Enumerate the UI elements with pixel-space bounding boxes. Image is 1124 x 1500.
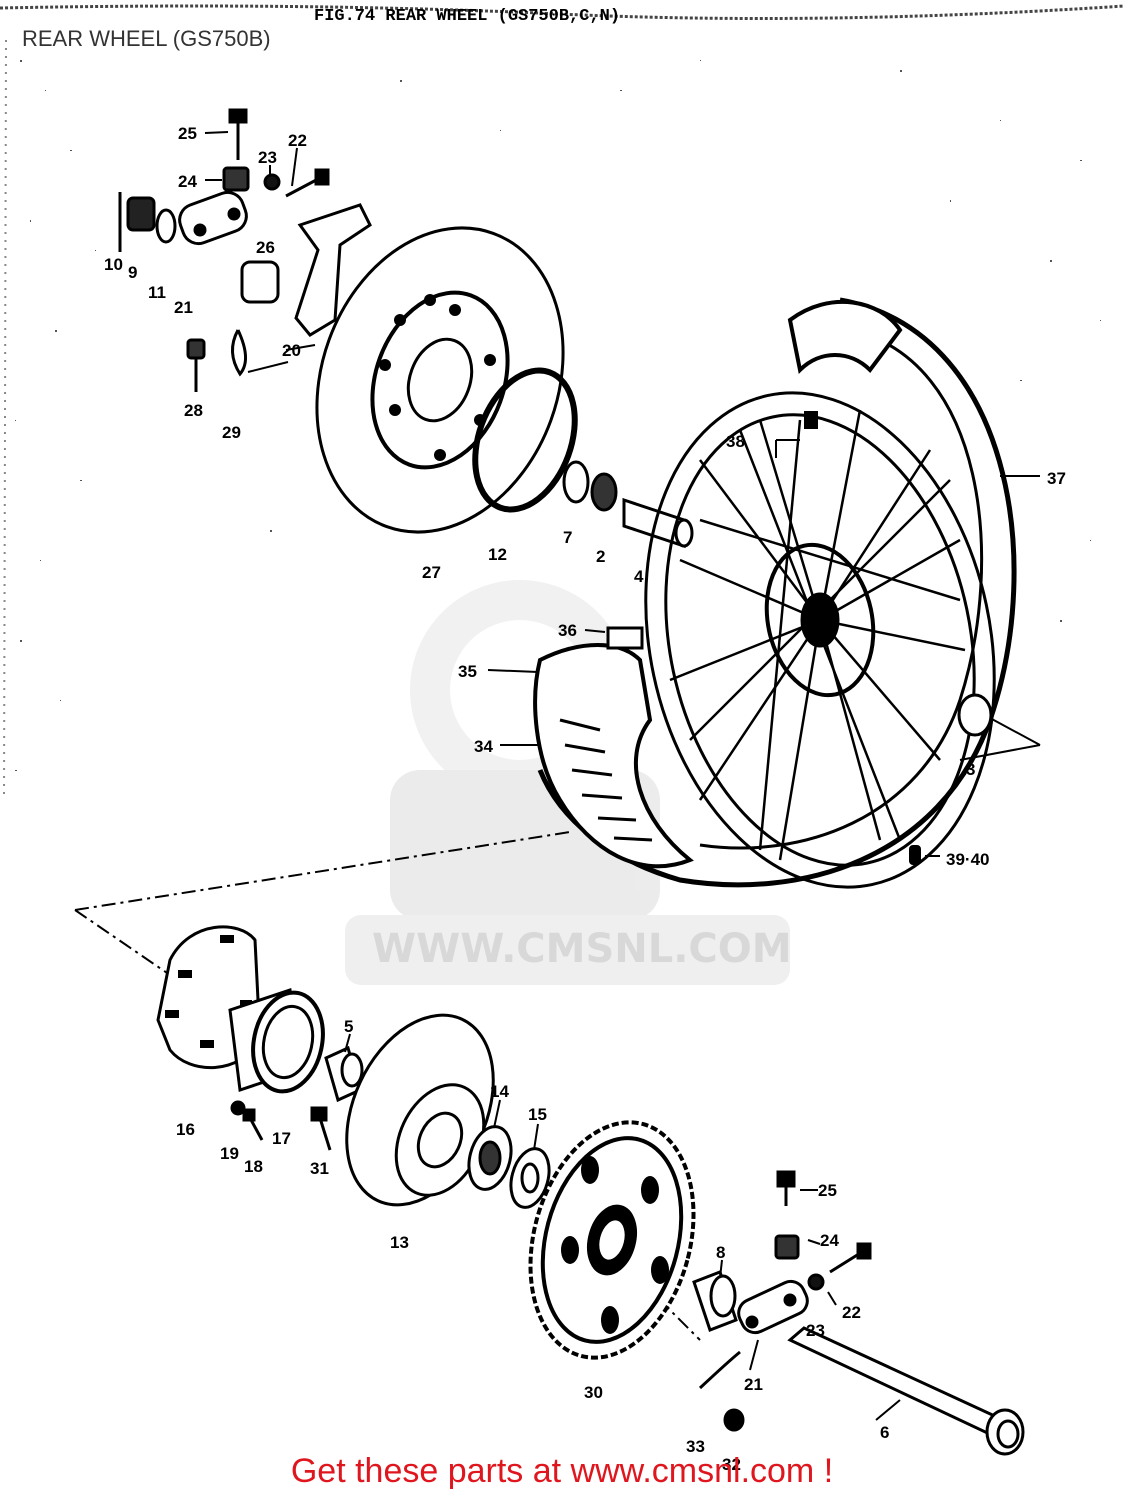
callout-label: 25 — [178, 124, 197, 143]
o-ring — [472, 367, 578, 513]
callout-label: 11 — [148, 283, 166, 302]
callout-label: 2 — [596, 547, 605, 566]
figure-label: FIG.74 REAR WHEEL (GS750B,C,N) — [314, 7, 620, 26]
leader-lines-wheel — [487, 439, 1041, 857]
balance-weight-icon — [909, 845, 921, 865]
callout-label: 29 — [222, 423, 241, 442]
callout-label: 33 — [686, 1437, 705, 1456]
callout-label: 13 — [390, 1233, 409, 1252]
right-fasteners — [698, 1170, 872, 1432]
leader-lines-bottom — [344, 1033, 901, 1421]
callout-label: 6 — [880, 1423, 889, 1442]
scan-noise — [15, 60, 1101, 771]
scan-edge-left — [3, 39, 7, 801]
callout-label: 12 — [488, 545, 507, 564]
callout-label: 17 — [272, 1129, 291, 1148]
callout-label: 3 — [966, 760, 975, 779]
watermark-text: WWW.CMSNL.COM — [372, 926, 792, 972]
callout-label: 18 — [244, 1157, 263, 1176]
callout-label: 22 — [288, 131, 307, 150]
callout-label: 27 — [422, 563, 441, 582]
callout-label: 24 — [178, 172, 197, 191]
footer-promo-text: Get these parts at www.cmsnl.com ! — [290, 1452, 834, 1490]
axle-centerline — [74, 831, 701, 1341]
callout-label: 39·40 — [946, 850, 989, 869]
drum-hub — [345, 1013, 495, 1207]
callout-label: 28 — [184, 401, 203, 420]
scan-edge-top — [0, 4, 1124, 20]
callout-label: 35 — [458, 662, 477, 681]
callout-label: 16 — [176, 1120, 195, 1139]
callout-label: 32 — [722, 1455, 741, 1474]
callout-label: 5 — [344, 1017, 353, 1036]
callout-label: 19 — [220, 1144, 239, 1163]
callout-label: 37 — [1047, 469, 1066, 488]
callout-label: 38 — [726, 432, 745, 451]
rear-wheel — [533, 297, 1017, 889]
callout-label: 24 — [820, 1231, 839, 1250]
callout-label: 23 — [806, 1321, 825, 1340]
hub-bearing-seal — [467, 1125, 551, 1209]
callout-label: 9 — [128, 263, 137, 282]
callout-label: 4 — [634, 567, 644, 586]
callout-label: 26 — [256, 238, 275, 257]
rear-sprocket — [528, 1120, 696, 1360]
callout-label: 25 — [818, 1181, 837, 1200]
callout-label: 21 — [744, 1375, 763, 1394]
callout-label: 21 — [174, 298, 193, 317]
callout-numbers: 25 24 23 22 10 9 11 21 26 20 28 29 27 12… — [104, 124, 1066, 1474]
callout-label: 20 — [282, 341, 301, 360]
page-title: REAR WHEEL (GS750B) — [22, 26, 271, 51]
callout-label: 15 — [528, 1105, 547, 1124]
callout-label: 14 — [490, 1082, 509, 1101]
leader-lines — [204, 131, 316, 373]
sprocket-bushing — [692, 1270, 738, 1332]
valve-cap — [804, 411, 818, 429]
brake-disc — [315, 226, 565, 534]
callout-label: 10 — [104, 255, 123, 274]
callout-label: 36 — [558, 621, 577, 640]
rear-axle — [787, 1326, 1025, 1456]
small-fasteners — [230, 1100, 332, 1151]
callout-label: 7 — [563, 528, 572, 547]
hub-spacer — [957, 693, 993, 737]
callout-label: 30 — [584, 1383, 603, 1402]
sprocket-drum — [228, 987, 325, 1094]
callout-label: 31 — [310, 1159, 329, 1178]
callout-label: 8 — [716, 1243, 725, 1262]
callout-label: 34 — [474, 737, 493, 756]
callout-label: 23 — [258, 148, 277, 167]
callout-label: 22 — [842, 1303, 861, 1322]
top-left-parts — [118, 108, 372, 392]
